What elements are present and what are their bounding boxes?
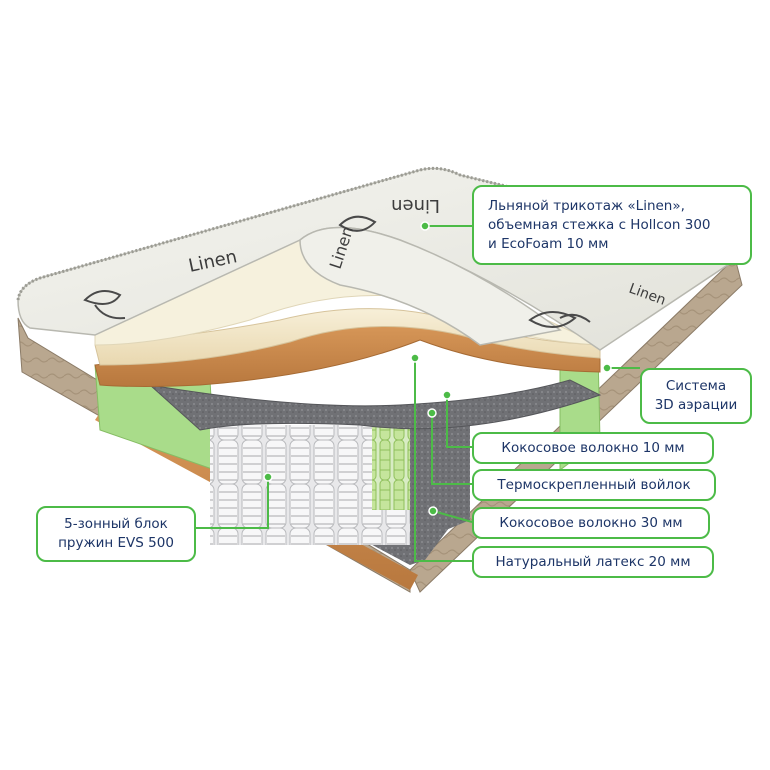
callout-latex-text: Натуральный латекс 20 мм xyxy=(495,553,691,570)
callout-coconut-30-text: Кокосовое волокно 30 мм xyxy=(499,514,683,531)
callout-coconut-30: Кокосовое волокно 30 мм xyxy=(472,507,710,539)
leaf-motif-top xyxy=(338,215,377,232)
callout-springs-line-2: пружин EVS 500 xyxy=(58,535,174,551)
callout-springs-line-1: 5-зонный блок xyxy=(64,516,168,532)
callout-cover-line-2: объемная стежка с Hollcon 300 xyxy=(488,216,711,233)
leader-dot-aeration xyxy=(602,363,612,373)
latex-layer xyxy=(94,308,601,366)
callout-cover-line-3: и EcoFoam 10 мм xyxy=(488,235,609,252)
callout-coconut-10-text: Кокосовое волокно 10 мм xyxy=(501,439,685,456)
callout-springs: 5-зонный блок пружин EVS 500 xyxy=(36,506,196,562)
leaf-motif-left xyxy=(83,290,126,320)
callout-coconut-10: Кокосовое волокно 10 мм xyxy=(472,432,714,464)
felt-layer xyxy=(148,379,602,431)
leader-coconut-10 xyxy=(446,395,472,448)
leader-lines xyxy=(196,225,640,562)
leader-dot-coconut-30 xyxy=(428,506,438,516)
leader-springs xyxy=(196,477,269,529)
callout-latex: Натуральный латекс 20 мм xyxy=(472,546,714,578)
leader-coconut-30 xyxy=(432,510,473,523)
callout-aeration: Система 3D аэрации xyxy=(640,368,752,424)
felt-cut-wall xyxy=(410,400,470,545)
cover-brand-text: Linen xyxy=(391,195,440,216)
callout-cover-line-1: Льняной трикотаж «Linen», xyxy=(488,197,685,214)
cover-piping xyxy=(16,166,740,301)
callout-felt-text: Термоскрепленный войлок xyxy=(497,476,691,493)
callout-cover: Льняной трикотаж «Linen», объемная стежк… xyxy=(472,185,752,265)
leader-dot-coconut-10 xyxy=(442,390,452,400)
leader-dot-felt xyxy=(427,408,437,418)
leader-felt xyxy=(431,413,472,485)
callout-felt: Термоскрепленный войлок xyxy=(472,469,716,501)
cover-flap xyxy=(299,226,562,346)
leader-dot-cover xyxy=(420,221,430,231)
leader-dot-springs xyxy=(263,472,273,482)
leader-dot-latex xyxy=(410,353,420,363)
leader-dots xyxy=(263,221,612,516)
callout-aeration-line-2: 3D аэрации xyxy=(654,397,738,413)
leaf-motif-right xyxy=(528,311,591,328)
callout-aeration-line-1: Система xyxy=(665,378,727,394)
leader-latex xyxy=(414,358,472,562)
